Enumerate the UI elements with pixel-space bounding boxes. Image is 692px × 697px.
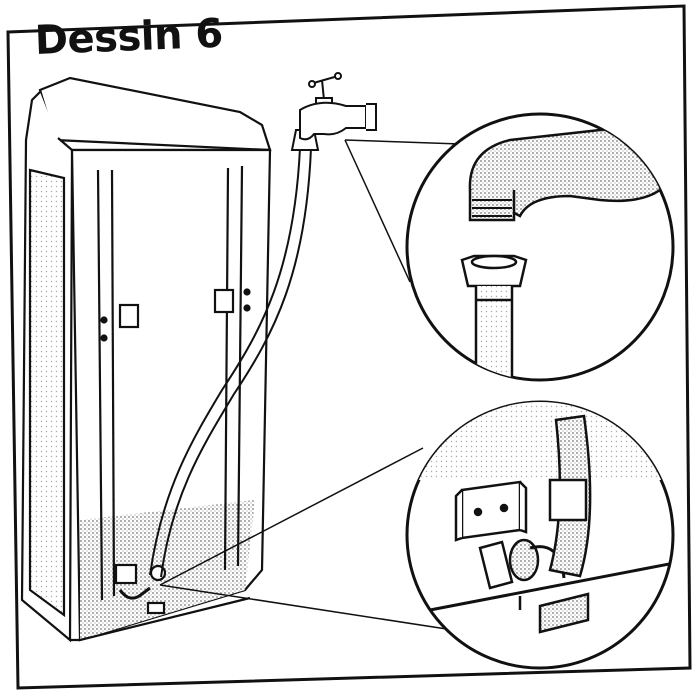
washing-machine-rear-icon xyxy=(20,76,272,643)
figure-title: Dessin 6 xyxy=(34,10,224,64)
callout-lines xyxy=(159,139,461,631)
machine-inlet-detail-icon xyxy=(405,400,675,670)
tap-thread-detail-icon xyxy=(405,112,675,382)
water-tap-icon xyxy=(299,72,377,141)
